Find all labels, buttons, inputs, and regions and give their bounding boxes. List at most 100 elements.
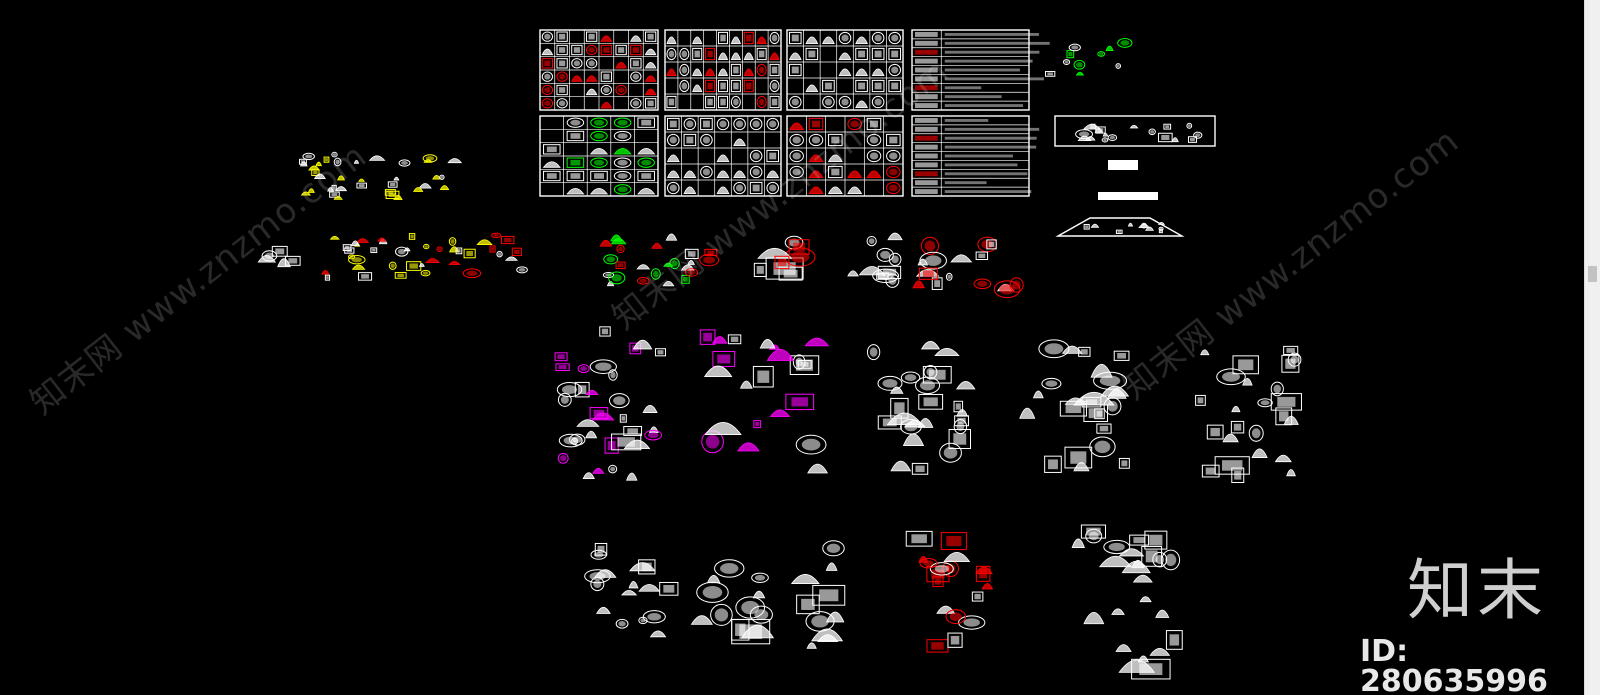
top-right-ornaments-item-5-core [1047, 72, 1053, 76]
sheet-4-ornament-strip [944, 104, 1024, 107]
lower-cluster-4-item-23 [1038, 339, 1070, 359]
lower-cluster-1-item-18-core [558, 365, 567, 370]
yellow-cluster-top-item-32 [358, 178, 365, 182]
bottom-cluster-2-item-5 [749, 605, 773, 624]
sheet-1-cell-core [647, 100, 654, 107]
bottom-cluster-1-item-15 [629, 562, 656, 572]
lower-cluster-3-item-12 [918, 393, 944, 410]
yellow-cluster-bottom-item-13 [348, 255, 366, 265]
bottom-cluster-5-item-23-core [1145, 550, 1158, 563]
bottom-cluster-2-item-4-core [741, 600, 760, 615]
mid-cluster-3-item-7 [888, 252, 902, 267]
arch-panel [1055, 217, 1185, 237]
lower-cluster-5-item-6-core [1222, 371, 1240, 382]
yellow-cluster-top-item-18 [423, 159, 433, 163]
sheet-3-cell [855, 47, 868, 61]
long-panel-carving-item-1 [1102, 132, 1109, 137]
sheet-6-cell [749, 117, 763, 131]
sheet-5-cell-core [570, 159, 581, 166]
lower-cluster-5-item-11-core [1221, 460, 1243, 471]
sheet-1-cell-core [632, 60, 639, 67]
long-panel-carving-item-14-core [1078, 131, 1090, 137]
long-panel-carving-item-11 [1094, 127, 1104, 133]
sheet-1-cell-core [617, 87, 625, 93]
lower-cluster-1-item-0 [557, 392, 572, 407]
long-panel-carving-item-14 [1075, 129, 1093, 140]
top-right-ornaments-item-3-core [1064, 60, 1069, 64]
sheet-7-cell-core [889, 152, 898, 160]
bottom-cluster-5-item-21 [1132, 574, 1153, 583]
lower-cluster-1-item-24-core [557, 354, 565, 360]
lower-cluster-2-item-19-core [757, 370, 770, 383]
sheet-1-cell [644, 62, 657, 69]
sheet-7-cell-core [869, 152, 879, 160]
lower-cluster-1-item-13-core [601, 328, 609, 335]
yellow-cluster-bottom-item-17-core [493, 233, 499, 237]
bottom-cluster-4-item-17 [919, 558, 938, 569]
lower-cluster-1-item-1-core [580, 366, 588, 372]
yellow-cluster-top-item-10-core [313, 170, 318, 175]
white-block-group-item-3 [285, 255, 301, 266]
bottom-cluster-5-item-9 [1139, 596, 1152, 603]
lower-cluster-3-item-14 [877, 375, 903, 391]
lower-cluster-3-item-8 [900, 371, 921, 384]
sheet-4 [911, 29, 1030, 111]
sheet-2-cell-core [746, 82, 752, 90]
mid-cluster-4-item-14 [1009, 277, 1024, 293]
mid-cluster-1-item-23 [665, 233, 678, 241]
sheet-5-cell-core [617, 186, 628, 193]
lower-cluster-5-item-21 [1283, 415, 1299, 425]
scrollbar-thumb-icon[interactable] [1588, 266, 1597, 282]
sheet-2-cell [705, 47, 716, 61]
mid-cluster-4-item-3 [973, 278, 992, 290]
sheet-6-cell [733, 181, 746, 195]
sheet-2-cell-core [681, 82, 688, 90]
lower-cluster-2-item-16 [699, 329, 716, 345]
bottom-cluster-5-item-17 [1099, 555, 1132, 568]
bottom-cluster-4-item-6-core [946, 535, 962, 547]
sheet-6-cell [700, 133, 713, 147]
sheet-1-cell-core [632, 73, 640, 80]
yellow-cluster-bottom-item-20-core [409, 263, 418, 269]
sheet-1-cell-core [559, 47, 566, 53]
bottom-cluster-3-item-5-core [811, 615, 829, 628]
sheet-2-cell [705, 68, 716, 76]
sheet-7-cell [886, 165, 901, 179]
yellow-cluster-bottom-item-29-core [466, 250, 473, 257]
lower-cluster-5-item-5-core [1238, 359, 1254, 371]
sheet-5-cell-core [593, 133, 605, 139]
sheet-6-cell-core [769, 184, 777, 192]
sheet-8-ornament-strip [944, 145, 1037, 149]
sheet-5-cell-core [617, 159, 628, 166]
yellow-cluster-top-item-21-core [300, 160, 305, 164]
lower-cluster-4-item-9-core [1045, 380, 1058, 387]
lower-cluster-2-item-12 [712, 350, 736, 367]
sheet-2-cell [756, 95, 767, 109]
yellow-cluster-bottom-item-22 [321, 269, 330, 275]
lower-cluster-3-item-10-core [920, 380, 936, 391]
lower-cluster-5-item-15 [1222, 433, 1239, 443]
sheet-4-label-cell [915, 40, 938, 46]
sheet-1-cell-core [559, 33, 566, 40]
sheet-7-cell-core [811, 120, 821, 128]
lower-cluster-5-item-7-core [1260, 400, 1270, 406]
sheet-3-cell-core [791, 98, 799, 106]
yellow-cluster-top-item-30 [331, 184, 337, 191]
sheet-1-cell [615, 44, 627, 56]
sheet-2-cell-core [668, 98, 675, 106]
lower-cluster-1-item-8-core [610, 371, 616, 379]
sheet-3-cell [855, 68, 868, 76]
sheet-5-cell-core [617, 173, 628, 179]
sheet-1-cell [571, 75, 583, 82]
lower-cluster-1-item-23-core [647, 432, 659, 439]
sheet-3-cell-core [858, 82, 866, 90]
sheet-2-cell [679, 63, 690, 77]
sheet-6-cell [700, 165, 713, 179]
arch-panel-carving-item-5 [1090, 223, 1100, 228]
mid-cluster-1-item-2 [603, 254, 619, 265]
lower-cluster-2-item-19 [752, 365, 774, 388]
vertical-scrollbar[interactable] [1584, 0, 1600, 695]
bottom-cluster-3-item-8-core [801, 598, 815, 610]
bottom-cluster-4-item-15 [929, 562, 954, 576]
